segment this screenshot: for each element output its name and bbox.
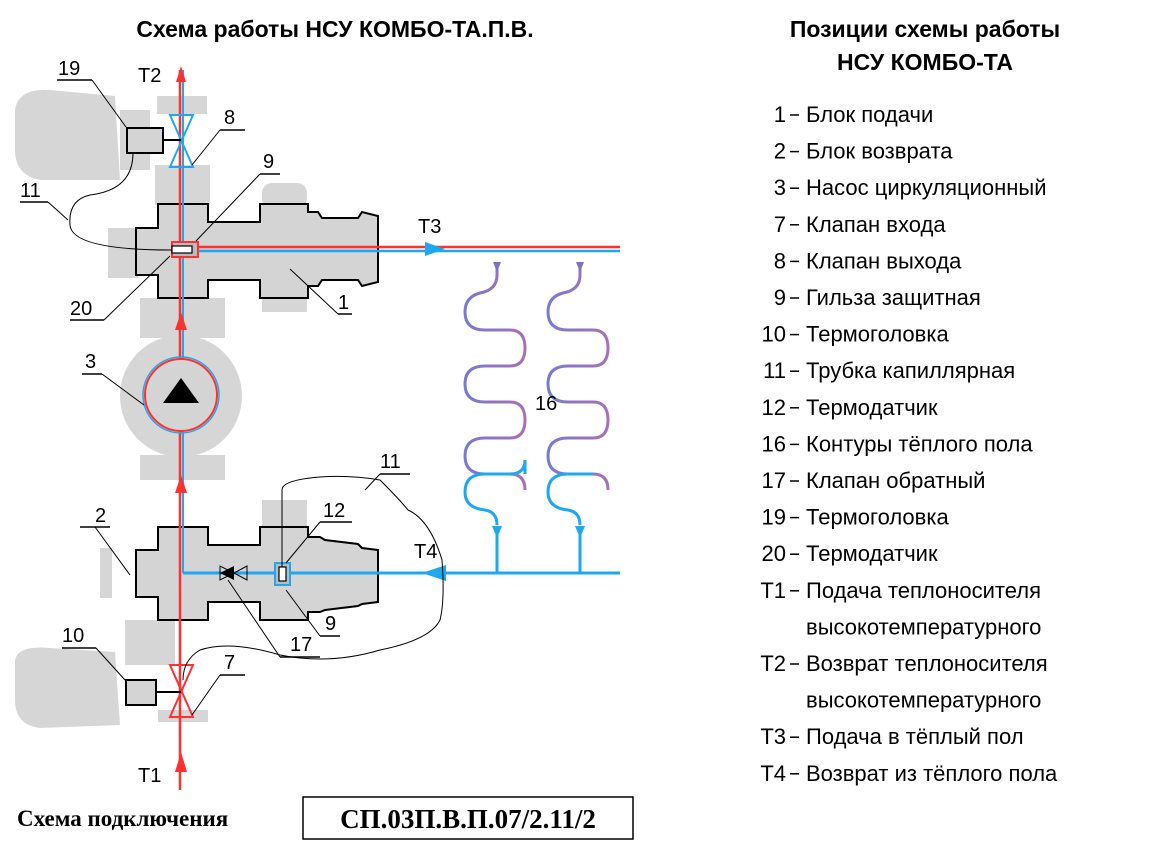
callout-19: 19 bbox=[58, 58, 80, 80]
legend-item-number: T3 bbox=[760, 724, 786, 749]
t3-arrow bbox=[425, 242, 445, 256]
callout-11-bottom: 11 bbox=[380, 451, 401, 473]
legend-item-text: Клапан входа bbox=[806, 212, 946, 237]
legend-item-text: Клапан обратный bbox=[806, 468, 985, 493]
legend-item-number: 2 bbox=[774, 139, 786, 164]
t2-arrow bbox=[176, 66, 186, 82]
label-t2: T2 bbox=[138, 65, 161, 87]
legend-item-number: 10 bbox=[762, 322, 786, 347]
legend-item-number: 11 bbox=[763, 358, 786, 383]
callout-3: 3 bbox=[85, 351, 96, 373]
callout-1: 1 bbox=[338, 292, 349, 314]
legend-item-text-cont: высокотемпературного bbox=[806, 688, 1041, 713]
label-t1: T1 bbox=[138, 765, 161, 787]
sensor-12 bbox=[278, 566, 287, 582]
callout-17: 17 bbox=[290, 634, 312, 656]
circulation-pump-3 bbox=[142, 356, 220, 434]
legend-item-text: Подача теплоносителя bbox=[806, 578, 1041, 603]
inlet-valve-7 bbox=[168, 664, 195, 718]
footer-label: Схема подключения bbox=[17, 806, 228, 831]
legend-item-number: 3 bbox=[774, 175, 786, 200]
legend-list: 1 Блок подачи 2 Блок возврата 3 Насос циркуля… bbox=[760, 102, 1058, 786]
legend-item-number: T1 bbox=[760, 578, 786, 603]
check-valve-17 bbox=[219, 565, 248, 581]
pump-direction-icon bbox=[163, 378, 199, 403]
legend-item-number: 16 bbox=[762, 431, 786, 456]
callout-2: 2 bbox=[95, 505, 106, 527]
outlet-valve-8 bbox=[168, 114, 195, 168]
legend-item-text-cont: высокотемпературного bbox=[806, 614, 1041, 639]
legend-item-text: Гильза защитная bbox=[806, 285, 981, 310]
thermohead-10-body bbox=[15, 647, 120, 728]
legend-item-number: 20 bbox=[762, 541, 786, 566]
legend-item-text: Блок возврата bbox=[806, 139, 953, 164]
t4-arrow bbox=[422, 565, 446, 581]
legend-item-number: 7 bbox=[774, 212, 786, 237]
legend-item-number: 19 bbox=[762, 505, 786, 530]
diagram-title: Схема работы НСУ КОМБО-ТА.П.В. bbox=[136, 16, 533, 42]
callout-11-top: 11 bbox=[20, 180, 41, 202]
legend-title-line-1: Позиции схемы работы bbox=[790, 16, 1060, 42]
legend-item-text: Термодатчик bbox=[806, 395, 938, 420]
thermohead-19-box bbox=[126, 127, 164, 154]
callout-16: 16 bbox=[535, 393, 557, 415]
legend-item-text: Блок подачи bbox=[806, 102, 933, 127]
callouts: 19 T2 8 9 11 20 1 T3 3 16 11 2 12 T4 9 1… bbox=[20, 58, 557, 787]
sensor-20 bbox=[171, 245, 193, 254]
legend-item-text: Насос циркуляционный bbox=[806, 175, 1047, 200]
legend-item-number: 17 bbox=[762, 468, 786, 493]
callout-10: 10 bbox=[62, 625, 84, 647]
callout-8: 8 bbox=[224, 107, 235, 129]
legend-title-line-2: НСУ КОМБО-ТА bbox=[837, 49, 1013, 75]
t3-supply-pipe bbox=[183, 242, 620, 256]
legend-item-number: 9 bbox=[774, 285, 786, 310]
scheme-code: СП.03П.В.П.07/2.11/2 bbox=[340, 804, 596, 834]
callout-12: 12 bbox=[323, 500, 345, 522]
callout-7: 7 bbox=[224, 652, 235, 674]
legend-item-text: Клапан выхода bbox=[806, 248, 962, 273]
label-t3: T3 bbox=[418, 216, 441, 238]
thermohead-10-box bbox=[125, 679, 157, 706]
label-t4: T4 bbox=[414, 541, 437, 563]
legend-item-text: Термодатчик bbox=[806, 541, 938, 566]
legend-item-number: 12 bbox=[762, 395, 786, 420]
capillary-tube-11-top bbox=[69, 152, 173, 251]
t4-return-pipe bbox=[183, 535, 620, 581]
legend-item-text: Возврат теплоносителя bbox=[806, 651, 1048, 676]
legend-item-text: Подача в тёплый пол bbox=[806, 724, 1024, 749]
callout-9-bottom: 9 bbox=[325, 613, 336, 635]
legend-item-text: Возврат из тёплого пола bbox=[806, 761, 1058, 786]
callout-9-top: 9 bbox=[263, 151, 274, 173]
floor-heating-loops-16 bbox=[463, 262, 610, 538]
legend-item-text: Трубка капиллярная bbox=[806, 358, 1015, 383]
thermohead-19-body bbox=[15, 89, 120, 180]
legend-item-text: Термоголовка bbox=[806, 505, 949, 530]
callout-20: 20 bbox=[70, 298, 92, 320]
capillary-tube-11-bottom bbox=[182, 475, 444, 681]
t1-arrow bbox=[175, 752, 187, 772]
legend-item-number: T4 bbox=[760, 761, 786, 786]
legend-item-number: 8 bbox=[774, 248, 786, 273]
legend-item-number: T2 bbox=[760, 651, 786, 676]
legend-item-text: Термоголовка bbox=[806, 322, 949, 347]
legend-item-text: Контуры тёплого пола bbox=[806, 431, 1033, 456]
scheme-code-box bbox=[302, 796, 634, 840]
legend-item-number: 1 bbox=[774, 102, 786, 127]
